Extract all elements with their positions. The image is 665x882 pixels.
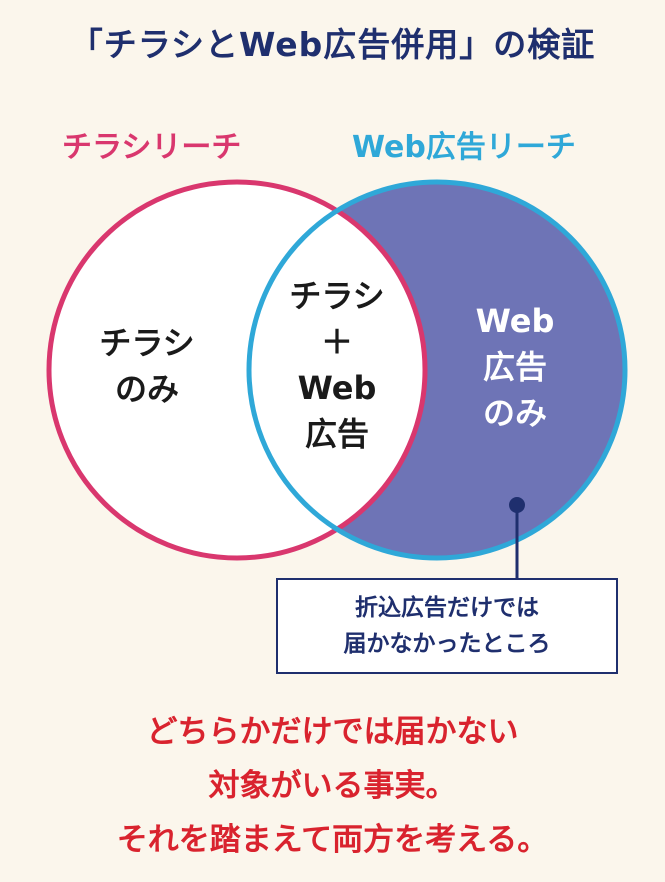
web-ad-only-line-3: のみ (482, 394, 547, 432)
conclusion-line-2: 対象がいる事実。 (208, 768, 457, 804)
overlap-region: チラシ ＋ Web 広告 (262, 273, 412, 457)
callout-line-1: 折込広告だけでは (355, 595, 539, 621)
callout-box: 折込広告だけでは 届かなかったところ (276, 578, 618, 674)
page-title: 「チラシとWeb広告併用」の検証 (69, 25, 596, 64)
flyer-reach-label: チラシリーチ (62, 130, 242, 165)
overlap-line-1: チラシ (289, 277, 385, 315)
web-ad-only-region: Web 広告 のみ (440, 298, 590, 436)
flyer-circle-fill (49, 182, 425, 558)
web-ad-only-line-2: 広告 (482, 348, 547, 386)
overlap-line-4: 広告 (304, 415, 369, 453)
web-ad-reach-label: Web広告リーチ (352, 130, 576, 165)
conclusion-line-1: どちらかだけでは届かない (146, 714, 519, 750)
callout-pointer-dot (509, 497, 525, 513)
overlap-line-3: Web (297, 369, 377, 407)
flyer-only-line-1: チラシ (99, 324, 195, 362)
web-ad-circle-outline (246, 179, 628, 561)
conclusion-line-3: それを踏まえて両方を考える。 (116, 822, 549, 858)
web-ad-only-line-1: Web (475, 302, 555, 340)
flyer-only-line-2: のみ (114, 370, 179, 408)
overlap-line-2: ＋ (320, 323, 353, 361)
conclusion-text: どちらかだけでは届かない 対象がいる事実。 それを踏まえて両方を考える。 (0, 705, 665, 867)
flyer-only-region: チラシ のみ (72, 320, 222, 412)
callout-line-2: 届かなかったところ (343, 631, 551, 657)
flyer-circle-outline (46, 179, 428, 561)
